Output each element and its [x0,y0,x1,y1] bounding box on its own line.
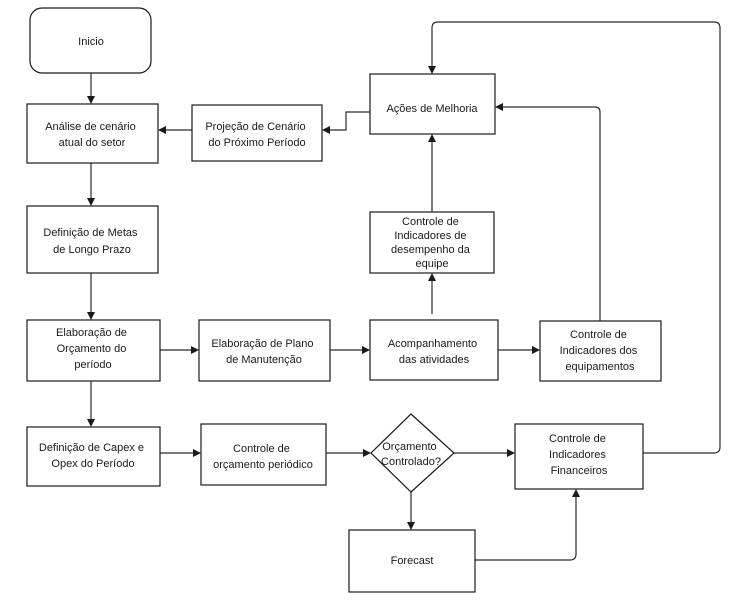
node-capex: Definição de Capex e Opex do Período [26,426,161,487]
node-label-line: de Longo Prazo [53,244,131,256]
edge-fin-acoes [431,21,721,454]
node-inicio: Inicio [29,7,152,74]
node-label-line: das atividades [399,354,470,366]
arrowhead-metas-top [87,198,95,206]
node-label-line: Projeção de Cenário [205,121,305,133]
arrowhead-acoes-bottom [428,134,436,142]
node-label-line: Definição de Metas [43,227,138,239]
arrowhead-forecast-top [407,522,415,530]
node-label-line: Elaboração de [56,327,127,339]
node-acoes: Ações de Melhoria [369,73,496,135]
svg-text:Definição de Capex e Ope: Definição de Capex e Opex do Período [39,442,147,470]
process-box [200,423,327,486]
node-controle-equipe: Controle de Indicadores de desempenho da… [369,211,495,274]
process-box [348,529,476,593]
node-label-line: Indicadores [549,449,606,461]
svg-text:Elaboração de Orçamento: Elaboração de Orçamento do período [56,327,130,371]
node-label-line: Definição de Capex e [39,442,144,454]
node-label-line: Financeiros [551,465,608,477]
edges [90,21,721,561]
node-analise: Análise de cenário atual do setor [26,103,159,164]
node-label-line: atual do setor [59,137,126,149]
svg-text:Projeção de Cenário do P: Projeção de Cenário do Próximo Período [205,121,308,149]
node-label-line: Acompanhamento [388,338,477,350]
process-box [369,211,495,274]
arrowhead-plano-left [191,346,199,354]
node-label-line: Controle de [233,443,290,455]
svg-text:Análise de cenário atual: Análise de cenário atual do setor [45,121,139,149]
arrowhead-orcamento-top [87,312,95,320]
arrowhead-equipe-bottom [428,273,436,281]
node-label-line: Controle de [402,216,459,228]
node-label: Inicio [78,36,104,48]
process-box [369,73,496,135]
arrowhead-capex-top [87,419,95,427]
node-label: Ações de Melhoria [386,103,478,115]
process-box [26,426,161,487]
arrowheads [87,66,580,530]
arrowhead-acompanhamento-left [362,346,370,354]
node-label-line: Controlado? [381,456,441,468]
process-box [514,423,644,490]
svg-text:Elaboração de Plano de M: Elaboração de Plano de Manutenção [211,338,316,366]
svg-text:Acompanhamento das ativi: Acompanhamento das atividades [388,338,480,366]
node-label-line: equipamentos [565,361,635,373]
node-controle-orc: Controle de orçamento periódico [200,423,327,486]
node-label-line: período [74,359,111,371]
node-label-line: equipe [415,258,448,270]
edge-acoes-projecao [328,111,370,131]
node-forecast: Forecast [348,529,476,593]
node-controle-equip: Controle de Indicadores dos equipamentos [539,320,662,382]
node-label-line: Opex do Período [51,458,134,470]
node-plano: Elaboração de Plano de Manutenção [198,319,331,382]
arrowhead-analise-top [87,96,95,104]
node-metas: Definição de Metas de Longo Prazo [26,205,159,274]
svg-text:Controle de Indicadores: Controle de Indicadores de desempenho da… [391,216,473,270]
node-decisao: Orçamento Controlado? [370,413,455,493]
node-orcamento: Elaboração de Orçamento do período [26,319,161,382]
node-label-line: desempenho da [391,244,471,256]
node-label-line: Análise de cenário [45,121,136,133]
process-box [26,205,159,274]
arrowhead-controleorc-left [193,449,201,457]
node-projecao: Projeção de Cenário do Próximo Período [191,104,323,162]
svg-text:Controle de orçamento pe: Controle de orçamento periódico [213,443,313,471]
svg-text:Orçamento Controlado?: Orçamento Controlado? [381,441,441,468]
node-acompanhamento: Acompanhamento das atividades [369,319,499,381]
start-terminal [29,7,152,74]
svg-text:Controle de Indicadores: Controle de Indicadores dos equipamentos [560,329,641,373]
node-label-line: Orçamento do [57,343,127,355]
node-label: Forecast [391,555,434,567]
process-box [369,319,499,381]
process-box [26,319,161,382]
process-box [539,320,662,382]
arrowhead-equip-left [532,346,540,354]
node-controle-fin: Controle de Indicadores Financeiros [514,423,644,490]
node-label-line: Elaboração de Plano [211,338,313,350]
node-label-line: Indicadores dos [560,345,638,357]
node-label-line: do Próximo Período [208,137,305,149]
arrowhead-analise-right [158,126,166,134]
node-label-line: Orçamento [382,441,436,453]
decision-diamond [370,413,455,493]
node-label-line: Controle de [570,329,627,341]
arrowhead-projecao-right [322,126,330,134]
edge-equip-acoes [502,106,601,321]
svg-text:Controle de Indicadores: Controle de Indicadores Financeiros [549,433,609,477]
process-box [191,104,323,162]
svg-text:Definição de Metas de Lo: Definição de Metas de Longo Prazo [43,227,140,256]
process-box [198,319,331,382]
arrowhead-fin-left [507,449,515,457]
node-label-line: orçamento periódico [213,459,313,471]
arrowhead-fin-bottom [572,489,580,497]
process-box [26,103,159,164]
node-label-line: de Manutenção [226,354,302,366]
arrowhead-acoes-top [428,66,436,74]
arrowhead-decisao-left [363,449,371,457]
edge-forecast-fin [475,496,577,561]
node-label-line: Indicadores de [394,230,466,242]
arrowhead-acoes-right [495,103,503,111]
node-label-line: Controle de [549,433,606,445]
